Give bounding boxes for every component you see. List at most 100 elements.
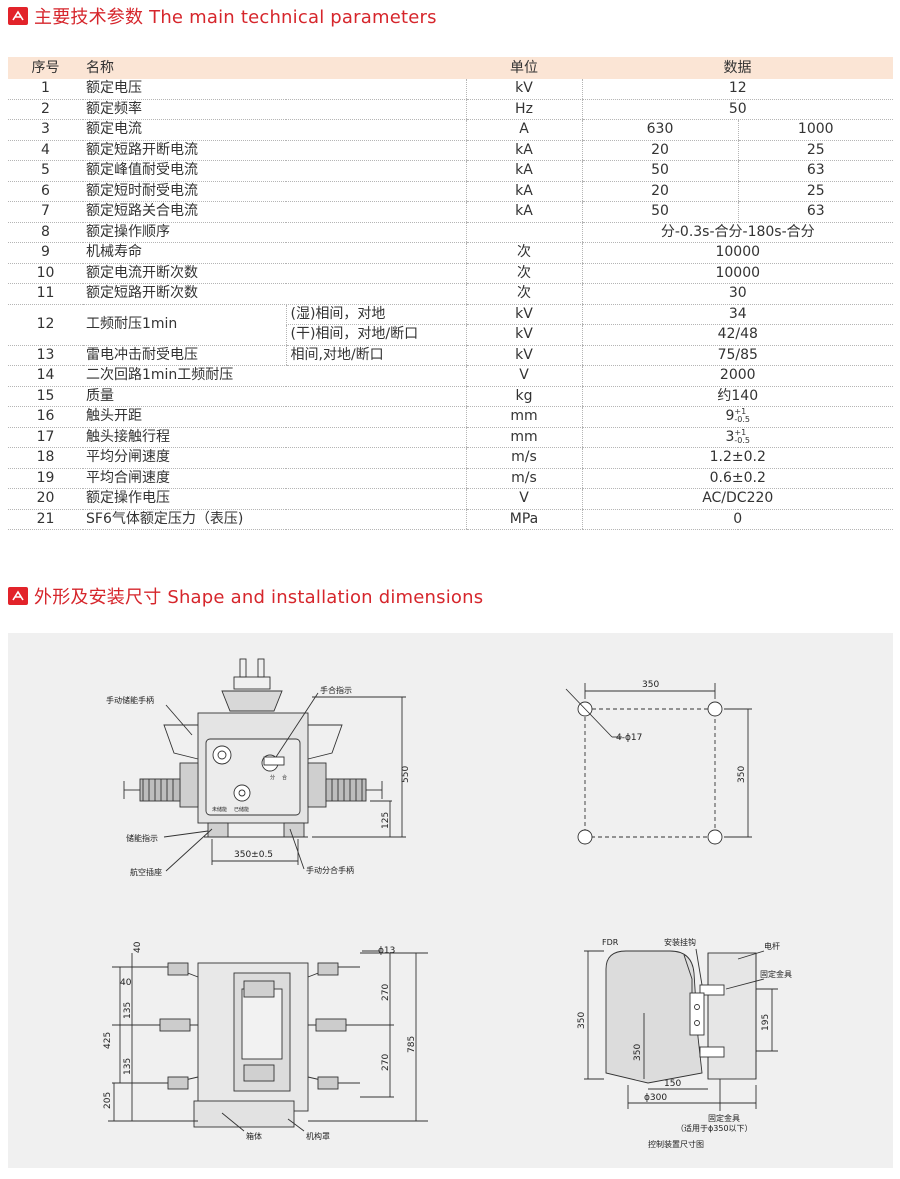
tolerance-upper: +1 — [734, 427, 747, 437]
section-title-text: 外形及安装尺寸 Shape and installation dimension… — [34, 587, 484, 608]
cell-data: 50 — [581, 99, 893, 120]
cell-no: 11 — [8, 283, 83, 305]
cell-no: 2 — [8, 99, 83, 120]
cell-data: 75/85 — [581, 345, 893, 366]
label-fixing: 固定金具 — [760, 969, 792, 979]
label-store-indicator: 储能指示 — [126, 833, 158, 843]
cell-no: 15 — [8, 386, 83, 407]
cell-name: 额定短时耐受电流 — [83, 181, 466, 202]
cell-unit: kV — [465, 345, 582, 366]
tolerance-lower: -0.5 — [734, 435, 751, 445]
dim-125: 125 — [381, 812, 391, 829]
cell-no: 4 — [8, 140, 83, 161]
cell-unit: m/s — [465, 447, 582, 469]
cell-name: 二次回路1min工频耐压 — [83, 365, 466, 387]
cell-data: 约140 — [581, 386, 893, 407]
cell-data: AC/DC220 — [581, 488, 893, 510]
section-icon — [8, 587, 28, 605]
cell-no: 16 — [8, 406, 83, 428]
cell-name: 额定短路开断次数 — [83, 283, 466, 305]
cell-no: 18 — [8, 447, 83, 469]
tolerance-lower: -0.5 — [734, 415, 751, 425]
cell-unit: 次 — [465, 283, 582, 305]
cell-no: 7 — [8, 201, 83, 223]
data-value: 3 — [725, 428, 735, 445]
cell-name: 额定峰值耐受电流 — [83, 160, 466, 182]
cell-name: 额定短路开断电流 — [83, 140, 466, 161]
cell-no: 13 — [8, 345, 83, 366]
cell-unit: 次 — [465, 242, 582, 264]
cell-data-1: 20 — [581, 181, 738, 202]
cell-unit: kV — [465, 304, 582, 325]
mount-dim-w: 350 — [642, 680, 659, 690]
cell-unit: mm — [465, 427, 582, 448]
top-dim-135b: 135 — [123, 1058, 133, 1075]
cell-data-2: 1000 — [737, 119, 893, 141]
section-title-parameters: 主要技术参数 The main technical parameters — [8, 4, 437, 28]
ctrl-dim-195: 195 — [761, 1014, 771, 1031]
label-box: 箱体 — [246, 1131, 262, 1141]
top-dim-205: 205 — [103, 1092, 113, 1109]
cell-no: 19 — [8, 468, 83, 489]
cell-unit: kA — [465, 160, 582, 182]
cell-unit: A — [465, 119, 582, 141]
ctrl-dim-350: 350 — [577, 1012, 587, 1029]
cell-subname: (干)相间，对地/断口 — [285, 324, 466, 346]
cell-unit: V — [465, 365, 582, 387]
cell-no: 8 — [8, 222, 83, 243]
top-dim-40b: 40 — [120, 978, 132, 988]
cell-data-1: 630 — [581, 119, 738, 141]
cell-subname: 相间,对地/断口 — [285, 345, 466, 366]
tolerance-upper: +1 — [734, 407, 747, 417]
label-plug: 航空插座 — [130, 867, 162, 877]
label-pole: 电杆 — [764, 941, 780, 951]
cell-data: 9+1-0.5 — [581, 406, 893, 428]
dim-550: 550 — [401, 766, 411, 783]
cell-name: 平均合闸速度 — [83, 468, 466, 489]
mount-view — [565, 683, 752, 845]
drawing-svg: 手动储能手柄 手合指示 储能指示 航空插座 手动分合手柄 未储能 已储能 分 合… — [103, 658, 792, 1149]
cell-data-2: 25 — [737, 140, 893, 161]
label-fixing-2: 固定金具 — [708, 1113, 740, 1123]
cell-data: 10000 — [581, 263, 893, 284]
dim-350-tol: 350±0.5 — [234, 850, 273, 860]
cell-name: 触头开距 — [83, 406, 466, 428]
cell-no: 12 — [8, 304, 83, 346]
cell-no: 10 — [8, 263, 83, 284]
cell-no: 5 — [8, 160, 83, 182]
cell-data: 2000 — [581, 365, 893, 387]
top-dim-13: ϕ13 — [378, 946, 395, 956]
top-dim-135a: 135 — [123, 1002, 133, 1019]
cell-data: 30 — [581, 283, 893, 305]
cell-data-1: 50 — [581, 160, 738, 182]
cell-data-1: 20 — [581, 140, 738, 161]
ctrl-caption: 控制装置尺寸图 — [648, 1139, 704, 1149]
header-name: 名称 — [83, 57, 466, 79]
label-hook: 安装挂钩 — [664, 937, 696, 947]
cell-data-2: 25 — [737, 181, 893, 202]
cell-name: 质量 — [83, 386, 466, 407]
cell-name: 额定电流开断次数 — [83, 263, 466, 284]
cell-no: 17 — [8, 427, 83, 448]
cell-data: 3+1-0.5 — [581, 427, 893, 448]
top-view — [108, 950, 428, 1132]
section-title-dimensions: 外形及安装尺寸 Shape and installation dimension… — [8, 584, 483, 608]
cell-name: 触头接触行程 — [83, 427, 466, 448]
